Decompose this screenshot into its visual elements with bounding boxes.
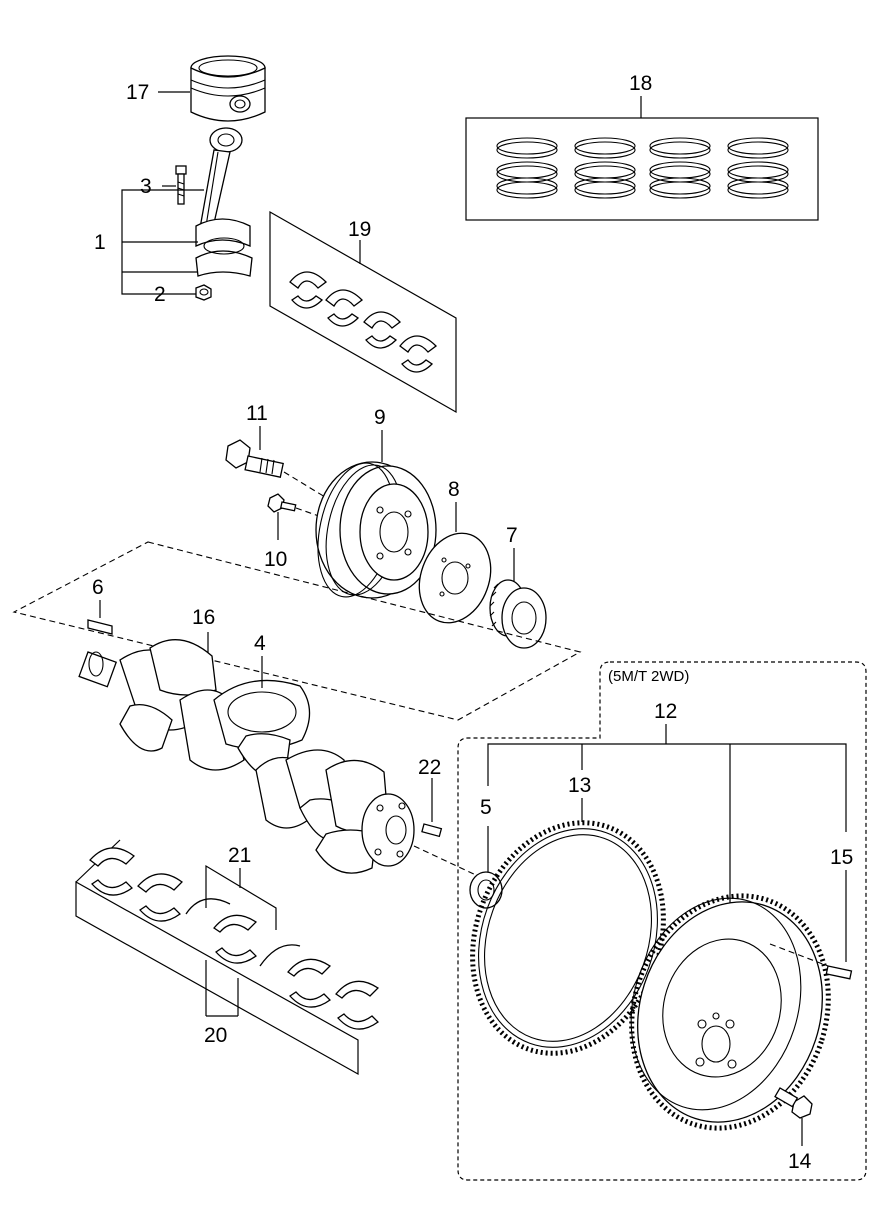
flywheel-group-box xyxy=(457,661,867,1181)
callout-1: 1 xyxy=(94,231,106,254)
main-bearing-shells xyxy=(89,847,380,1030)
callout-11: 11 xyxy=(246,402,268,425)
callout-16: 16 xyxy=(192,606,215,629)
pilot-bearing xyxy=(469,871,503,909)
crankshaft-pulley xyxy=(315,461,437,599)
main-bearing-box-base xyxy=(75,880,359,1076)
crankshaft xyxy=(78,639,415,874)
callout-4: 4 xyxy=(254,632,266,655)
rod-bolt xyxy=(175,165,187,205)
callout-7: 7 xyxy=(506,524,518,547)
callout-12: 12 xyxy=(654,700,677,723)
callout-21: 21 xyxy=(228,844,251,867)
variant-label: (5M/T 2WD) xyxy=(608,668,689,685)
damper-bolt xyxy=(267,493,297,513)
piston xyxy=(190,55,266,122)
flywheel-dowel xyxy=(421,823,443,838)
callout-15: 15 xyxy=(830,846,853,869)
callout-10: 10 xyxy=(264,548,287,571)
pulley-bolt xyxy=(225,439,284,478)
ring-set-box xyxy=(465,117,819,221)
callout-8: 8 xyxy=(448,478,460,501)
crank-front-zone xyxy=(12,541,582,721)
callout-20: 20 xyxy=(204,1024,227,1047)
callout-2: 2 xyxy=(154,283,166,306)
callout-19: 19 xyxy=(348,218,371,241)
callout-3: 3 xyxy=(140,175,152,198)
flywheel-bolt xyxy=(774,1087,813,1119)
callout-14: 14 xyxy=(788,1150,812,1173)
rod-nut xyxy=(195,284,212,301)
crank-sensor-plate xyxy=(418,532,492,624)
callout-18: 18 xyxy=(629,72,652,95)
rod-bearing-box xyxy=(269,210,457,414)
timing-sprocket xyxy=(489,579,547,649)
callout-5: 5 xyxy=(480,796,492,819)
callout-6: 6 xyxy=(92,576,104,599)
callout-9: 9 xyxy=(374,406,386,429)
rod-bearing-shells xyxy=(289,271,437,373)
flywheel xyxy=(629,893,831,1131)
connecting-rod xyxy=(195,127,253,277)
callout-17: 17 xyxy=(126,81,149,104)
flywheel-pin xyxy=(825,965,853,980)
callout-13: 13 xyxy=(568,774,591,797)
piston-ring-sets xyxy=(496,137,789,199)
woodruff-key xyxy=(87,619,113,635)
callout-22: 22 xyxy=(418,756,441,779)
